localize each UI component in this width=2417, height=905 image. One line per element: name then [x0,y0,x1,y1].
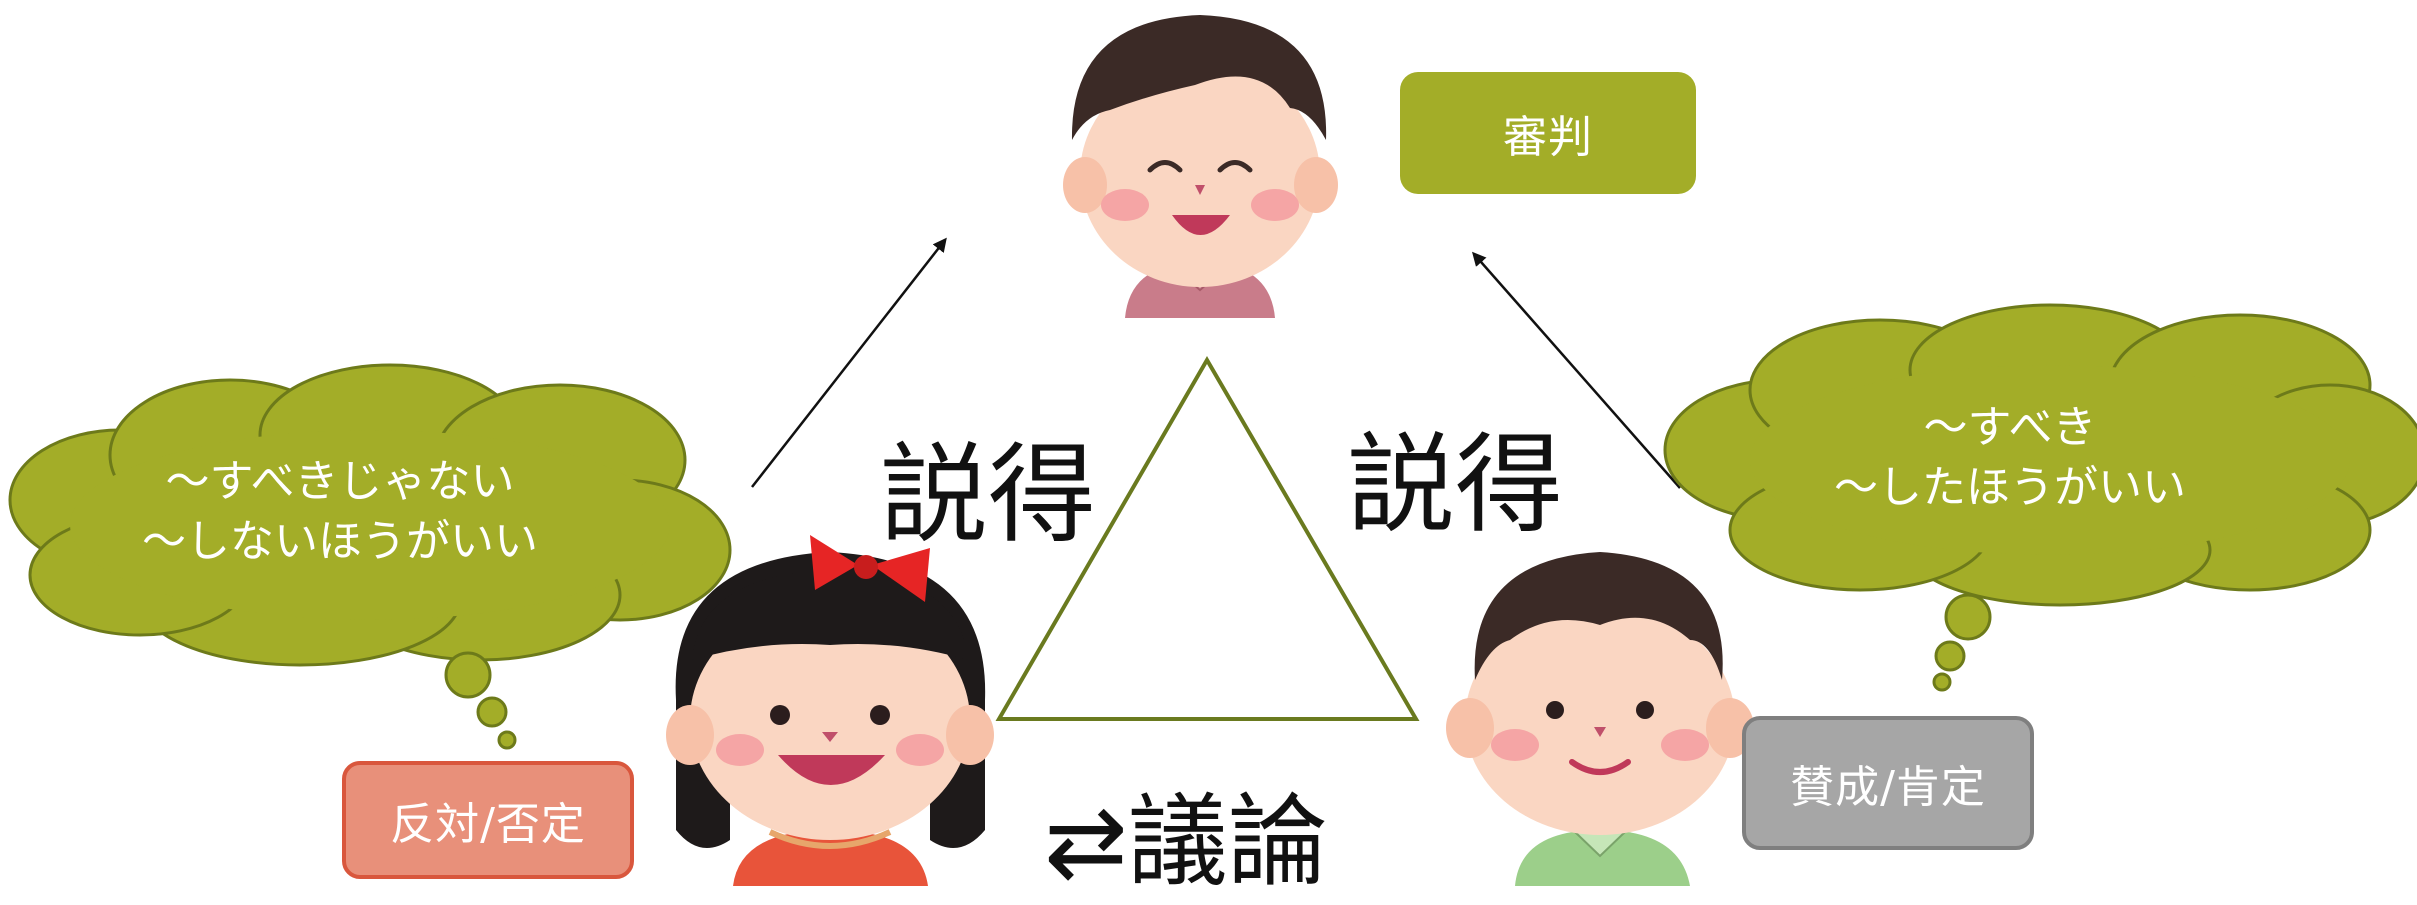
girl-child-icon [666,535,994,886]
against-label-box: 反対/否定 [342,761,634,879]
debate-label: ⇄議論 [1044,783,1328,900]
thought-right-line-1: ～すべき [1923,402,2097,453]
thought-text-left: ～すべきじゃない ～しないほうがいい [60,452,620,572]
diagram-graphics [8,15,2417,886]
for-label-box: 賛成/肯定 [1742,716,2034,850]
persuade-label-left: 説得 [880,433,1097,558]
thought-left-line-1: ～すべきじゃない [165,456,515,507]
thought-bubbles-left [444,651,517,750]
arrow-left-to-judge [751,237,947,488]
thought-cloud-right [1663,303,2417,607]
arrow-right-to-judge [1472,251,1681,489]
thought-text-right: ～すべき ～したほうがいい [1690,398,2330,518]
judge-label: 審判 [1503,112,1593,163]
boy-child-icon [1446,552,1754,886]
debate-diagram: 審判 反対/否定 賛成/肯定 説得 説得 ⇄議論 ～すべきじゃない ～しないほう… [8,15,2417,900]
thought-cloud-left [8,363,732,667]
thought-right-line-2: ～したほうがいい [1834,462,2186,513]
center-triangle [995,356,1420,721]
persuade-label-right: 説得 [1347,423,1564,548]
judge-child-icon [1063,15,1338,318]
against-label: 反対/否定 [390,799,586,850]
judge-label-box: 審判 [1400,72,1696,194]
for-label: 賛成/肯定 [1790,762,1986,813]
thought-bubbles-right [1932,593,1992,692]
thought-left-line-2: ～しないほうがいい [142,516,538,567]
